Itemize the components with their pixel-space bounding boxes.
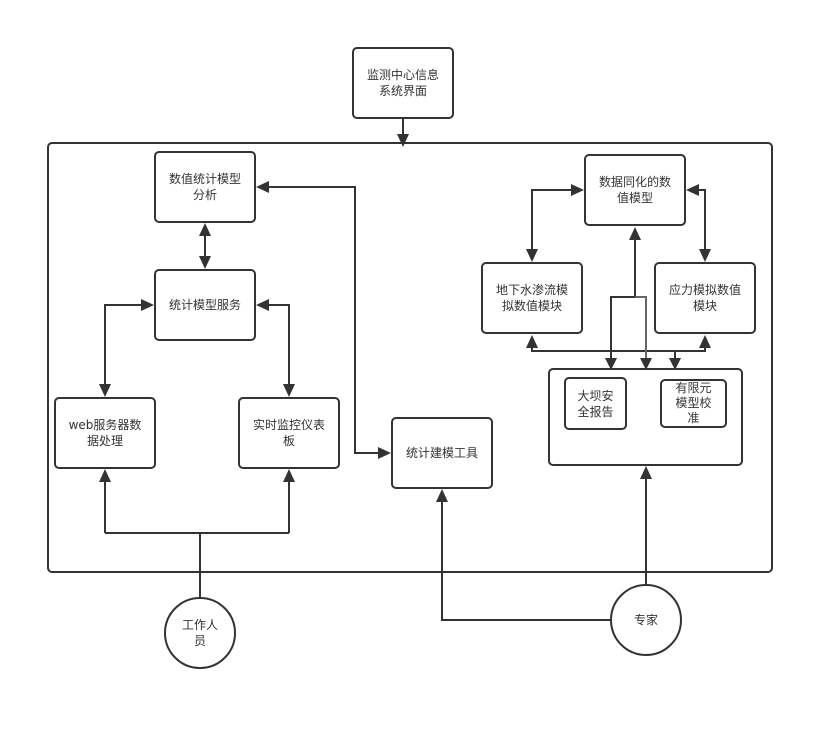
node-label: 统计模型服务 <box>168 298 241 312</box>
node-label: 数值统计模型 分析 <box>168 172 241 202</box>
edge-analysis-tool <box>265 186 382 454</box>
stress-simulation-module-node[interactable]: 应力模拟数值 模块 <box>654 262 756 334</box>
edge-loop-right <box>635 296 647 360</box>
arrowhead <box>640 466 652 479</box>
web-server-processing-node[interactable]: web服务器数 据处理 <box>54 397 156 469</box>
arrowhead <box>686 184 699 196</box>
node-label: 地下水渗流模 拟数值模块 <box>495 283 568 313</box>
reports-group-container <box>548 368 743 466</box>
arrowhead <box>436 489 448 502</box>
arrowhead <box>699 335 711 348</box>
arrowhead <box>199 223 211 236</box>
fem-calibration-node[interactable]: 有限元 模型校 准 <box>660 379 727 428</box>
dam-safety-report-node[interactable]: 大坝安 全报告 <box>564 377 627 430</box>
arrowhead <box>397 134 409 147</box>
arrowhead <box>526 249 538 262</box>
arrowhead <box>629 227 641 240</box>
data-assimilation-model-node[interactable]: 数据同化的数 值模型 <box>584 154 686 226</box>
edge-service-web <box>104 304 145 388</box>
node-label: 实时监控仪表 板 <box>252 418 325 448</box>
node-label: 应力模拟数值 模块 <box>668 283 741 313</box>
arrowhead <box>256 299 269 311</box>
edge-expert-tool <box>441 498 611 621</box>
stats-model-service-node[interactable]: 统计模型服务 <box>154 269 256 341</box>
node-label: 统计建模工具 <box>405 446 478 460</box>
arrowhead <box>526 335 538 348</box>
arrowhead <box>99 469 111 482</box>
node-label: web服务器数 据处理 <box>68 418 142 448</box>
monitoring-center-ui-node[interactable]: 监测中心信息 系统界面 <box>352 47 454 119</box>
edge-service-dashboard <box>265 304 290 388</box>
actor-label: 工作人 员 <box>181 618 218 648</box>
arrowhead <box>99 384 111 397</box>
numeric-stats-analysis-node[interactable]: 数值统计模型 分析 <box>154 151 256 223</box>
arrowhead <box>571 184 584 196</box>
arrowhead <box>283 384 295 397</box>
staff-actor[interactable]: 工作人 员 <box>164 597 236 669</box>
node-label: 监测中心信息 系统界面 <box>366 68 439 98</box>
arrowhead <box>640 358 652 370</box>
arrowhead <box>669 358 681 370</box>
actor-label: 专家 <box>633 613 658 627</box>
edge-assim-groundwater <box>531 189 575 253</box>
system-container <box>47 142 773 573</box>
arrowhead <box>605 358 617 370</box>
stats-modeling-tool-node[interactable]: 统计建模工具 <box>391 417 493 489</box>
node-label: 大坝安 全报告 <box>577 388 614 419</box>
arrowhead <box>283 469 295 482</box>
edge-loop-assim <box>610 236 636 360</box>
node-label: 数据同化的数 值模型 <box>598 175 671 205</box>
node-label: 有限元 模型校 准 <box>675 381 712 425</box>
arrowhead <box>141 299 154 311</box>
arrowhead <box>378 447 391 459</box>
arrowhead <box>256 181 269 193</box>
arrowhead <box>199 256 211 269</box>
realtime-dashboard-node[interactable]: 实时监控仪表 板 <box>238 397 340 469</box>
groundwater-seepage-module-node[interactable]: 地下水渗流模 拟数值模块 <box>481 262 583 334</box>
arrowhead <box>699 249 711 262</box>
expert-actor[interactable]: 专家 <box>610 584 682 656</box>
